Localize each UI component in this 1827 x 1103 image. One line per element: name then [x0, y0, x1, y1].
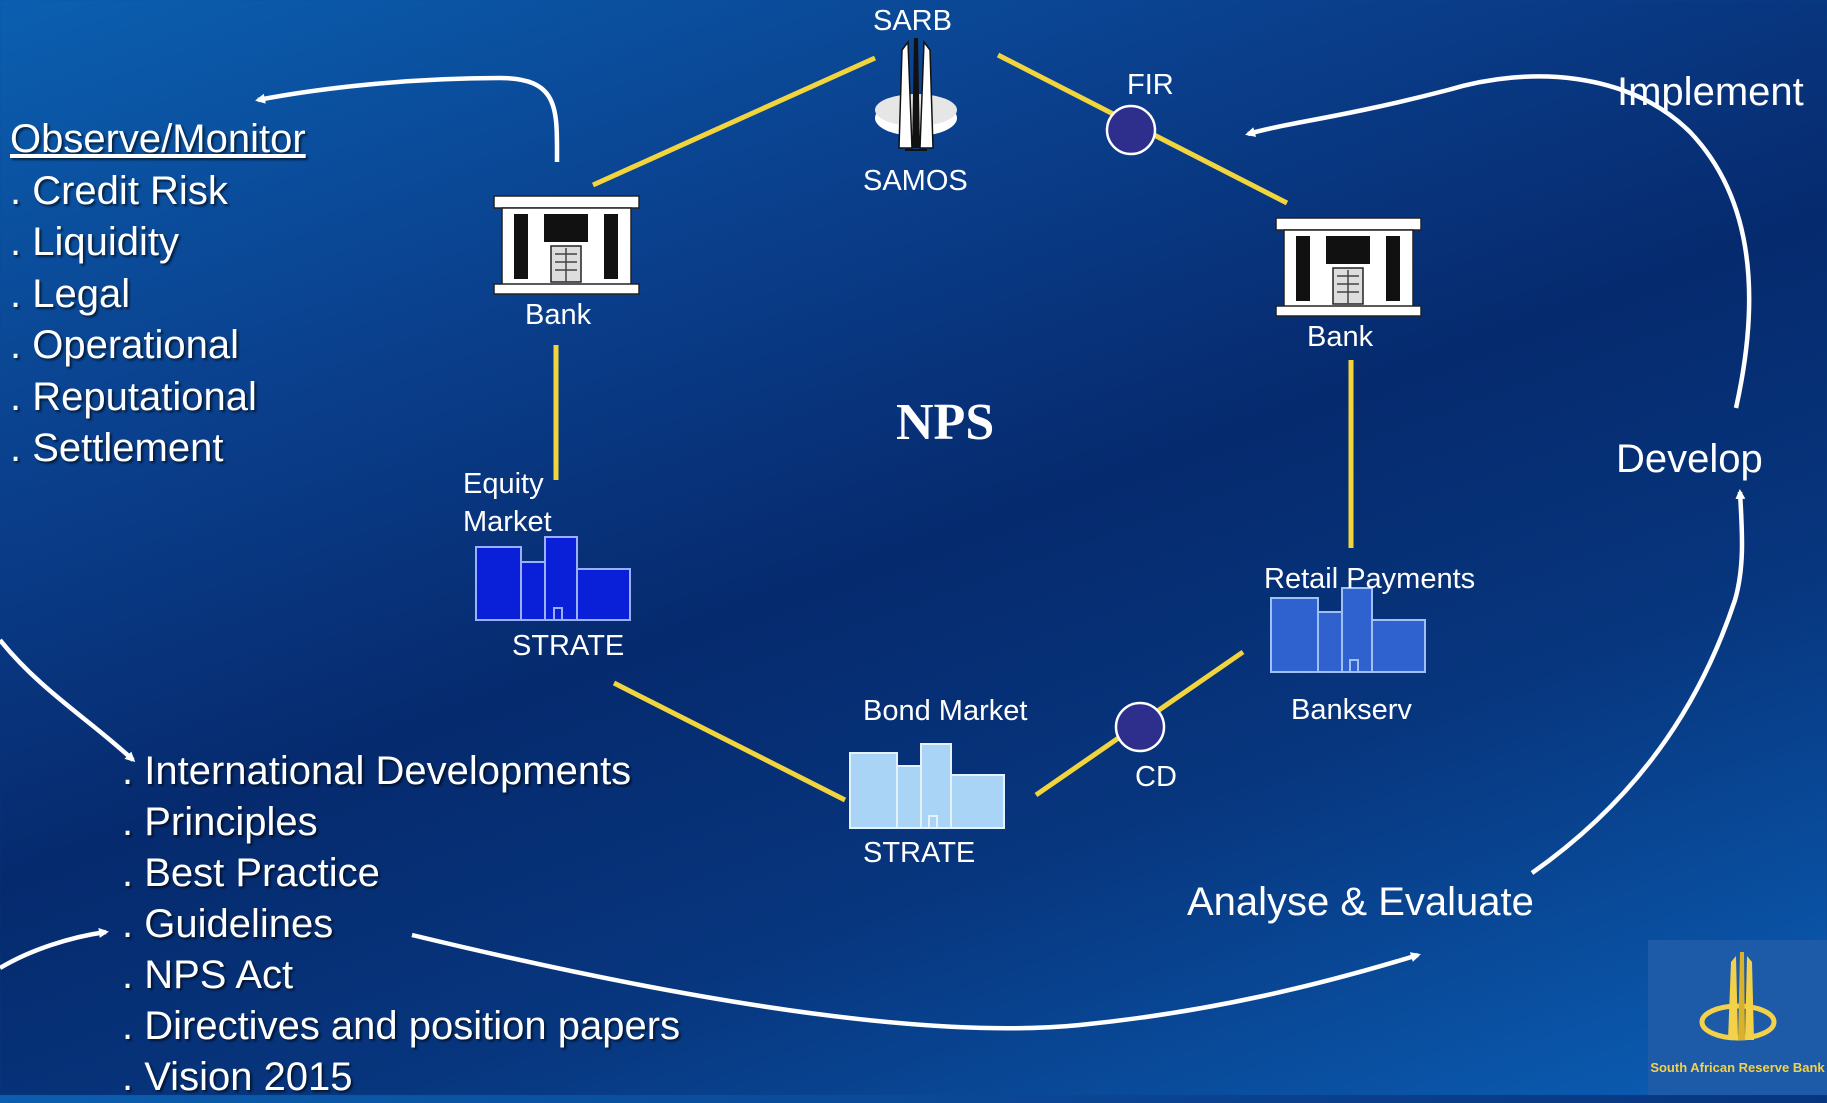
observe-item: . Settlement	[10, 426, 224, 470]
sarb-logo: South African Reserve Bank	[1648, 940, 1827, 1095]
link-strate-bond	[612, 680, 847, 803]
bond-market-label: Bond Market	[863, 695, 1028, 727]
arrow-bank-to-observe	[255, 75, 560, 163]
nps-center-title: NPS	[896, 394, 995, 451]
sarb-tower-icon	[875, 38, 957, 151]
bond-market-building-icon	[849, 743, 1005, 829]
cycle-arrows	[0, 74, 1752, 1031]
sarb-logo-text: South African Reserve Bank	[1650, 1060, 1825, 1075]
development-item: . Directives and position papers	[122, 1004, 681, 1048]
cd-label: CD	[1135, 761, 1177, 793]
bankserv-label: Bankserv	[1291, 694, 1412, 726]
bank-left-icon	[493, 195, 640, 295]
observe-monitor-heading: Observe/Monitor	[10, 117, 306, 161]
fir-label: FIR	[1127, 69, 1174, 101]
retail-payments-building-icon	[1270, 587, 1426, 673]
fir-node-circle	[1105, 104, 1157, 156]
bank-right-label: Bank	[1307, 321, 1374, 353]
sarb-label: SARB	[873, 5, 952, 37]
strate-left-label: STRATE	[512, 630, 625, 662]
development-item: . Principles	[122, 800, 318, 844]
samos-label: SAMOS	[863, 165, 968, 197]
observe-item: . Liquidity	[10, 220, 179, 264]
development-item: . Guidelines	[122, 902, 334, 946]
bank-right-icon	[1275, 217, 1422, 317]
observe-item: . Operational	[10, 323, 240, 367]
analyse-evaluate-label: Analyse & Evaluate	[1187, 880, 1534, 924]
retail-payments-label: Retail Payments	[1264, 563, 1476, 595]
observe-monitor-list: Observe/Monitor . Credit Risk . Liquidit…	[10, 114, 306, 475]
cd-node-circle	[1114, 701, 1166, 753]
development-item: . Best Practice	[122, 851, 380, 895]
equity-market-building-icon	[475, 536, 631, 621]
equity-label-line2: Market	[463, 506, 552, 538]
link-bank-left-sarb	[591, 55, 877, 188]
arrow-left-to-guidelines	[0, 928, 109, 970]
implement-label: Implement	[1617, 70, 1804, 114]
development-item: . International Developments	[122, 749, 632, 793]
observe-item: . Reputational	[10, 374, 257, 419]
developments-list: . International Developments . Principle…	[122, 746, 680, 1103]
observe-item: . Credit Risk	[10, 168, 228, 213]
develop-label: Develop	[1616, 437, 1763, 481]
development-item: . NPS Act	[122, 953, 294, 997]
equity-label-line1: Equity	[463, 468, 544, 500]
bank-left-label: Bank	[525, 299, 592, 331]
observe-item: . Legal	[10, 271, 131, 316]
sarb-logo-tower-icon	[1699, 952, 1777, 1041]
arrow-develop-to-implement	[1245, 74, 1752, 409]
strate-bottom-label: STRATE	[863, 837, 976, 869]
arrow-analyse-to-develop	[1530, 489, 1746, 875]
arrow-developments-to-analyse	[411, 932, 1421, 1031]
development-item: . Vision 2015	[122, 1055, 353, 1099]
arrow-left-to-developments	[0, 638, 136, 763]
